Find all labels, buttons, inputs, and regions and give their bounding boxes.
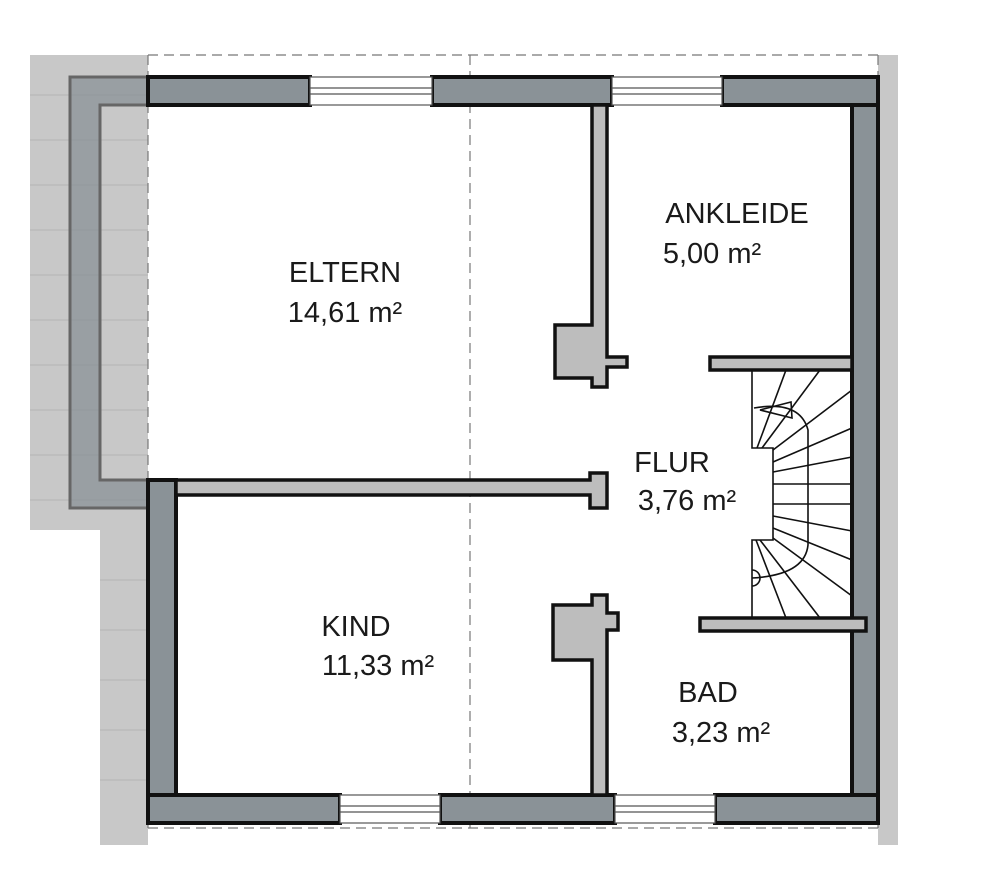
- windows: [309, 76, 723, 824]
- room-flur: FLUR 3,76 m²: [634, 447, 736, 517]
- room-name: FLUR: [634, 447, 710, 479]
- room-bad: BAD 3,23 m²: [672, 677, 771, 749]
- room-area: 3,76 m²: [638, 485, 737, 517]
- room-ankleide: ANKLEIDE 5,00 m²: [663, 198, 809, 270]
- room-area: 11,33 m²: [322, 650, 435, 682]
- room-name: ANKLEIDE: [665, 198, 808, 230]
- room-name: ELTERN: [289, 257, 401, 289]
- room-area: 5,00 m²: [663, 238, 762, 270]
- room-name: BAD: [678, 677, 738, 709]
- room-area: 14,61 m²: [288, 297, 403, 329]
- roof-edge-dashed-lines: [147, 54, 879, 829]
- room-name: KIND: [321, 611, 390, 643]
- inner-walls: [174, 103, 868, 797]
- staircase: [751, 369, 853, 619]
- room-eltern: ELTERN 14,61 m²: [288, 257, 403, 329]
- outer-walls: [68, 75, 880, 825]
- room-kind: KIND 11,33 m²: [321, 611, 434, 682]
- room-area: 3,23 m²: [672, 717, 771, 749]
